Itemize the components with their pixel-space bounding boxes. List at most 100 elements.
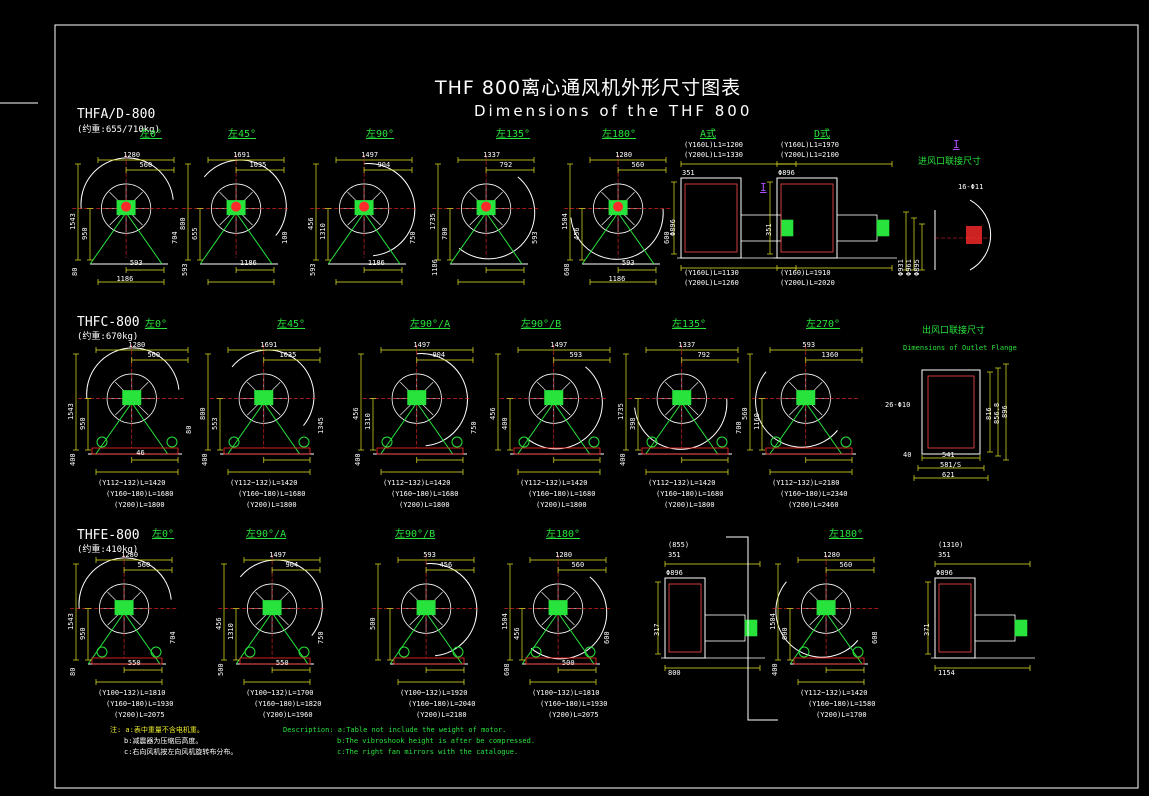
view-r0-v1 xyxy=(182,154,290,285)
dim-r0-v2-4: 750 xyxy=(409,231,417,244)
rail xyxy=(765,447,853,455)
view-r0-v2 xyxy=(310,154,418,285)
impeller-blade xyxy=(537,404,549,416)
dim-r2-v3-1: 560 xyxy=(571,561,585,569)
impeller-blade xyxy=(469,214,481,226)
dim-r2-v1-6: 550 xyxy=(275,659,289,667)
volute-housing xyxy=(86,347,180,399)
motor-pulley xyxy=(530,646,542,658)
bearing-housing xyxy=(254,390,274,406)
dim-r2-v6-2: Φ896 xyxy=(936,569,953,577)
volute-housing xyxy=(364,163,416,257)
view-label-r0-v0: 左0° xyxy=(140,129,163,140)
dim-r1-v3-0: 1497 xyxy=(550,341,568,349)
dim-r2-v1-3: 1310 xyxy=(227,623,235,640)
shaft-hub xyxy=(121,201,132,212)
dim-r1-v4-3: 398 xyxy=(629,417,637,430)
impeller-blade xyxy=(563,614,575,626)
view-label-r1-v3: 左90°/B xyxy=(521,319,562,330)
motor-len-r1-v3-0: (Y112~132)L=1420 xyxy=(520,479,588,487)
dim-r2-v3-4: 600 xyxy=(603,631,611,644)
impeller-blade xyxy=(541,614,553,626)
dim-r1-v0-3: 950 xyxy=(79,417,87,430)
motor-pulley xyxy=(96,436,108,448)
dim-r2-v4-0: (855) xyxy=(668,541,690,549)
dim-r0-v4-5: 608 xyxy=(563,263,571,276)
side-inner xyxy=(684,183,738,253)
impeller-blade xyxy=(109,214,121,226)
volute-housing xyxy=(530,576,608,660)
impeller-blade xyxy=(137,404,149,416)
dim-r2-v2-1: 456 xyxy=(439,561,453,569)
view-r1-v5 xyxy=(747,344,863,475)
view-label-r2-v3: 左180° xyxy=(546,529,581,540)
bearing-housing xyxy=(796,390,816,406)
dim-r2-v0-0: 1280 xyxy=(121,551,139,559)
vibration-isolator xyxy=(840,436,852,448)
coupling xyxy=(1014,619,1028,637)
dim-r2-v5-2: 1504 xyxy=(769,613,777,630)
impeller-blade xyxy=(811,404,823,416)
dim-r1-v3-3: 400 xyxy=(501,417,509,430)
inlet-detail xyxy=(903,199,992,271)
view-r2-v3 xyxy=(504,554,612,685)
outlet-dim-40: 40 xyxy=(903,451,912,459)
flange-details xyxy=(726,199,1009,721)
dim-r2-v0-5: 80 xyxy=(69,667,77,676)
volute-housing xyxy=(239,559,323,636)
impeller-blade xyxy=(107,614,119,626)
motor-len-r1-v3-2: (Y200)L=1800 xyxy=(536,501,587,509)
dim-r0-v1-1: 1035 xyxy=(249,161,267,169)
shaft-hub xyxy=(359,201,370,212)
dim-r0-v6-5: (Y200L)L=2020 xyxy=(780,279,835,287)
note-cn-b: b:减震器为压缩后高度。 xyxy=(124,737,203,745)
vibration-isolator xyxy=(716,436,728,448)
view-r1-v2 xyxy=(358,344,474,475)
dim-r0-v5-3: Φ896 xyxy=(669,219,677,236)
inlet-bolt xyxy=(966,226,982,244)
rail xyxy=(223,447,311,455)
dim-r0-v2-3: 1310 xyxy=(319,223,327,240)
impeller-blade xyxy=(131,214,143,226)
outlet-dim-541: 541 xyxy=(942,451,955,459)
rail xyxy=(91,657,163,665)
dim-r2-v3-0: 1280 xyxy=(555,551,573,559)
dim-r2-v1-1: 904 xyxy=(285,561,299,569)
outlet-title: 出风口联接尺寸 xyxy=(922,326,986,336)
outlet-dim-856: 856.8 xyxy=(993,402,1001,424)
view-label-r1-v1: 左45° xyxy=(277,319,306,330)
view-label-r0-v2: 左90° xyxy=(366,129,395,140)
dim-r2-v0-6: 550 xyxy=(127,659,141,667)
motor-pulley xyxy=(244,646,256,658)
dim-r0-v4-2: 1504 xyxy=(561,213,569,230)
vibration-isolator xyxy=(451,436,463,448)
rail xyxy=(91,447,179,455)
dim-r0-v1-5: 593 xyxy=(181,263,189,276)
dim-r0-v0-6: 593 xyxy=(129,259,143,267)
dim-r2-v6-4: 1154 xyxy=(938,669,955,677)
impeller-blade xyxy=(665,404,677,416)
side-housing xyxy=(664,577,706,659)
motor-len-r2-v3-0: (Y100~132)L=1810 xyxy=(532,689,600,697)
fan-views xyxy=(70,154,1035,685)
view-label-r0-v6: D式 xyxy=(814,129,831,140)
dim-r2-v6-3: 371 xyxy=(923,623,931,636)
shaft-hub xyxy=(481,201,492,212)
volute-housing xyxy=(775,581,859,658)
impeller-blade xyxy=(409,614,421,626)
view-r0-v0 xyxy=(72,154,180,285)
motor-len-r2-v0-1: (Y160~180)L=1930 xyxy=(106,700,174,708)
dim-r0-v5-4: (Y160L)L=1130 xyxy=(684,269,739,277)
outlet-frame xyxy=(921,369,981,455)
title-chinese: THF 800离心通风机外形尺寸图表 xyxy=(435,77,742,99)
dim-r2-v1-4: 750 xyxy=(317,631,325,644)
motor-len-r1-v5-0: (Y112~132)L=2180 xyxy=(772,479,840,487)
dim-r2-v6-1: 351 xyxy=(938,551,951,559)
side-inner xyxy=(668,583,702,653)
dim-r0-v2-0: 1497 xyxy=(361,151,379,159)
dim-r0-v5-2: 351 xyxy=(682,169,695,177)
vibration-isolator xyxy=(298,436,310,448)
motor-len-r2-v2-0: (Y100~132)L=1920 xyxy=(400,689,468,697)
note-cn-a: 注: a:表中重量不含电机重。 xyxy=(110,726,204,734)
motor-len-r1-v3-1: (Y160~180)L=1680 xyxy=(528,490,596,498)
